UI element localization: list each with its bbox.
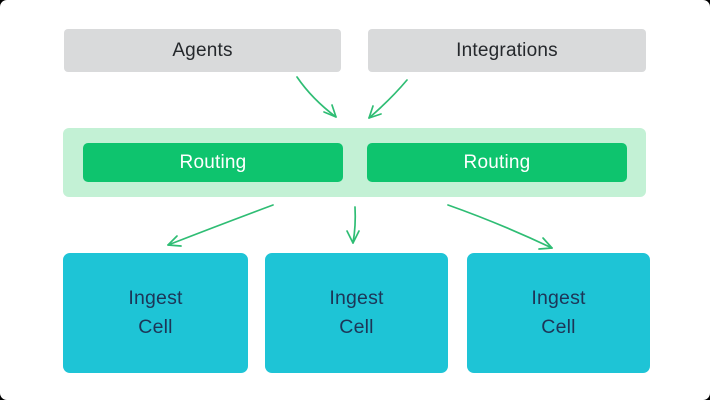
node-routing-2-label: Routing	[463, 151, 531, 173]
node-ingest-cell-1: Ingest Cell	[63, 253, 248, 373]
arrow-routing-to-cell-2-icon	[346, 206, 360, 244]
node-ingest-cell-1-line2: Cell	[138, 316, 173, 338]
node-integrations: Integrations	[368, 29, 646, 72]
node-ingest-cell-3: Ingest Cell	[467, 253, 650, 373]
node-routing-1: Routing	[83, 143, 343, 182]
node-agents: Agents	[64, 29, 341, 72]
node-agents-label: Agents	[172, 39, 233, 61]
node-ingest-cell-3-line1: Ingest	[531, 287, 586, 309]
arrow-routing-to-cell-3-icon	[447, 204, 553, 250]
arrow-integrations-to-routing-icon	[368, 79, 408, 119]
arrow-agents-to-routing-icon	[296, 76, 337, 118]
routing-layer: Routing Routing	[63, 128, 646, 197]
node-ingest-cell-1-line1: Ingest	[128, 287, 183, 309]
node-routing-2: Routing	[367, 143, 627, 182]
node-ingest-cell-2-line2: Cell	[339, 316, 374, 338]
node-ingest-cell-2: Ingest Cell	[265, 253, 448, 373]
node-ingest-cell-3-line2: Cell	[541, 316, 576, 338]
node-ingest-cell-2-line1: Ingest	[329, 287, 384, 309]
node-routing-1-label: Routing	[179, 151, 247, 173]
node-integrations-label: Integrations	[456, 39, 558, 61]
arrow-routing-to-cell-1-icon	[167, 204, 274, 247]
